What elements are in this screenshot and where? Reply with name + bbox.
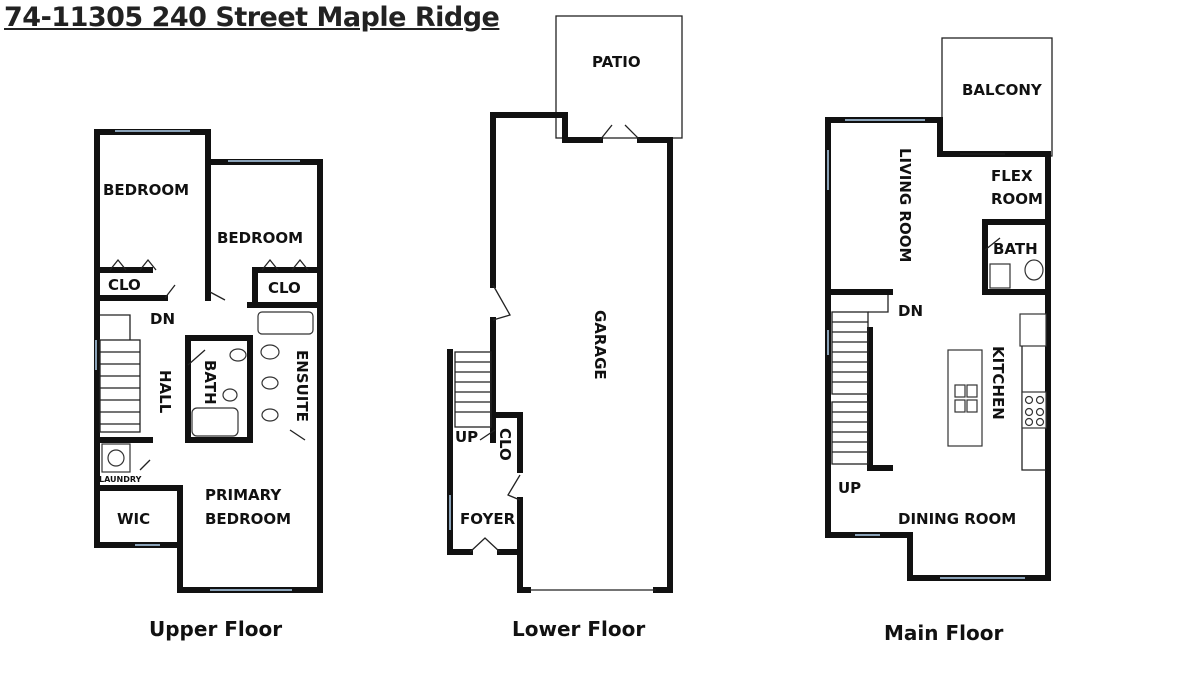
main-up-label: UP: [838, 479, 861, 497]
main-dining-room-label: DINING ROOM: [898, 510, 1016, 528]
main-floor-plan: BALCONY LIVING ROOM FLEX ROOM BATH DN KI…: [825, 37, 1053, 645]
lower-garage-label: GARAGE: [591, 310, 609, 380]
upper-laundry-label: LAUNDRY: [99, 475, 142, 484]
upper-ensuite-label: ENSUITE: [293, 350, 311, 422]
main-floor-caption: Main Floor: [884, 621, 1003, 645]
lower-clo-label: CLO: [496, 428, 514, 461]
lower-floor-plan: PATIO GARAGE UP CLO FOYER Lower Floor: [447, 15, 683, 641]
upper-clo-2-label: CLO: [268, 279, 301, 297]
lower-floor-caption: Lower Floor: [512, 617, 645, 641]
upper-wic-label: WIC: [117, 510, 150, 528]
upper-primary-label: PRIMARY: [205, 486, 282, 504]
main-dn-label: DN: [898, 302, 923, 320]
upper-floor-caption: Upper Floor: [149, 617, 282, 641]
upper-floor-plan: BEDROOM BEDROOM CLO CLO DN HALL BATH ENS…: [94, 129, 323, 641]
main-kitchen-label: KITCHEN: [989, 346, 1007, 420]
lower-up-label: UP: [455, 428, 478, 446]
listing-title: 74-11305 240 Street Maple Ridge: [4, 2, 500, 33]
upper-bedroom-1-label: BEDROOM: [103, 181, 189, 199]
upper-hall-label: HALL: [156, 370, 174, 414]
upper-primary-bedroom-label: BEDROOM: [205, 510, 291, 528]
upper-bedroom-2-label: BEDROOM: [217, 229, 303, 247]
lower-patio-label: PATIO: [592, 53, 641, 71]
main-room-label: ROOM: [991, 190, 1043, 208]
main-living-room-label: LIVING ROOM: [896, 148, 914, 262]
upper-dn-label: DN: [150, 310, 175, 328]
main-bath-label: BATH: [993, 240, 1038, 258]
main-flex-label: FLEX: [991, 167, 1033, 185]
lower-foyer-label: FOYER: [460, 510, 516, 528]
upper-clo-1-label: CLO: [108, 276, 141, 294]
upper-bath-label: BATH: [201, 360, 219, 405]
main-balcony-label: BALCONY: [962, 81, 1043, 99]
